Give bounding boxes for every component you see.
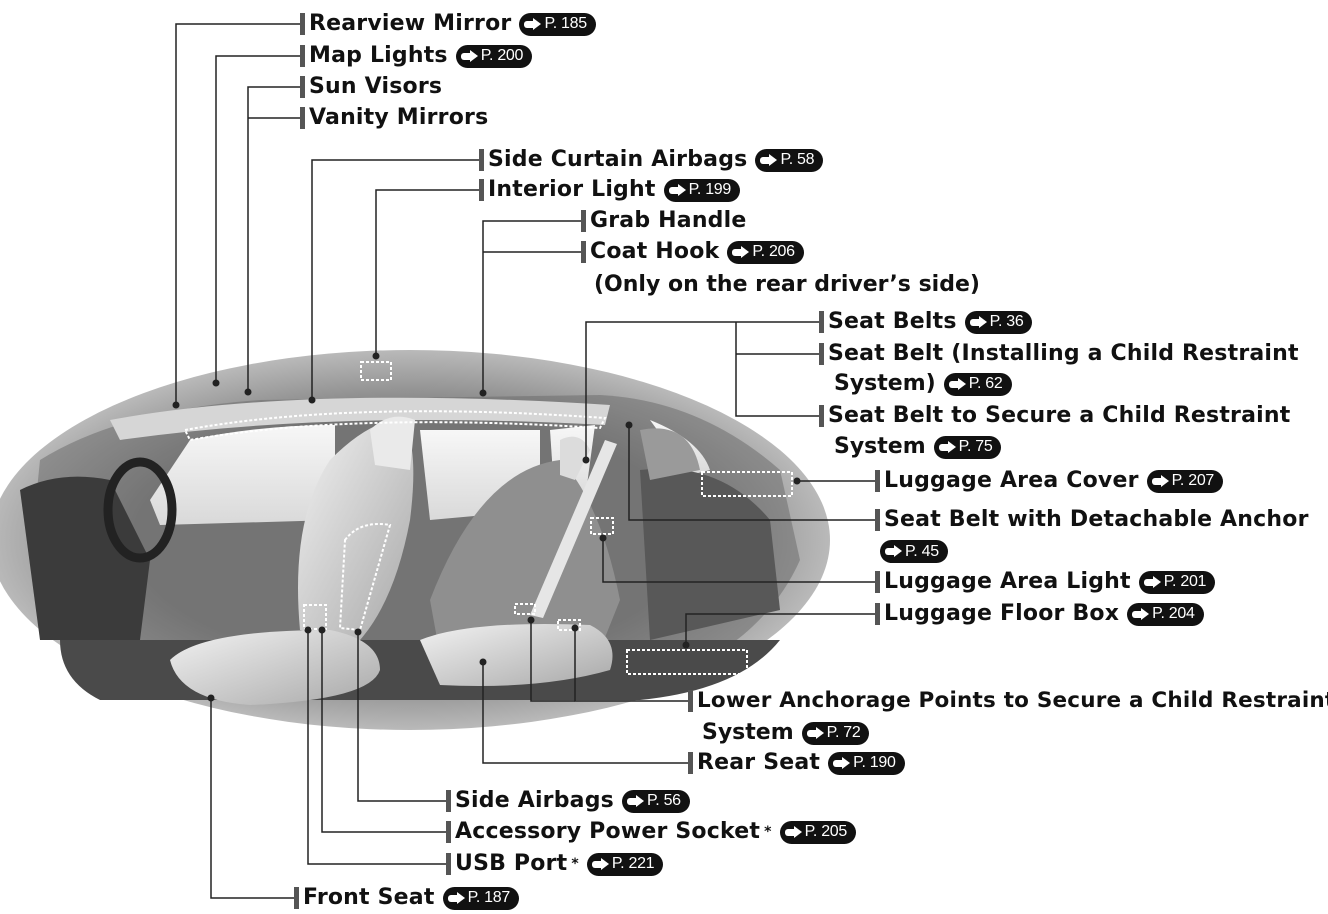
page-ref-badge[interactable]: P. 75	[934, 436, 1002, 459]
arrow-right-icon	[939, 441, 956, 454]
callout-luggage-area-cover: Luggage Area Cover P. 207	[875, 468, 1223, 494]
arrow-right-icon	[807, 727, 824, 740]
label-accessory-socket: Accessory Power Socket	[455, 819, 760, 845]
arrow-right-icon	[1132, 608, 1149, 621]
label-side-curtain-airbags: Side Curtain Airbags	[488, 147, 747, 173]
label-sun-visors: Sun Visors	[309, 74, 442, 100]
label-rearview-mirror: Rearview Mirror	[309, 11, 511, 37]
arrow-right-icon	[885, 545, 902, 558]
label-seat-belt-secure: Seat Belt to Secure a Child Restraint	[828, 403, 1290, 429]
callout-vanity-mirrors: Vanity Mirrors	[300, 105, 488, 131]
label-rear-seat: Rear Seat	[697, 750, 820, 776]
callout-seat-belt-child: Seat Belt (Installing a Child Restraint	[819, 341, 1299, 367]
page-ref-badge[interactable]: P. 206	[727, 241, 803, 264]
label-grab-handle: Grab Handle	[590, 208, 747, 234]
page-ref-badge[interactable]: P. 72	[802, 722, 870, 745]
label-coat-hook: Coat Hook	[590, 239, 719, 265]
callout-front-seat: Front Seat P. 187	[294, 885, 519, 911]
page-ref-badge[interactable]: P. 199	[664, 179, 740, 202]
label-luggage-floor-box: Luggage Floor Box	[884, 601, 1119, 627]
arrow-right-icon	[833, 757, 850, 770]
callout-coat-hook: Coat Hook P. 206	[581, 239, 804, 265]
page-ref-badge[interactable]: P. 62	[944, 373, 1012, 396]
page-ref-badge[interactable]: P. 187	[443, 887, 519, 910]
callout-side-airbags: Side Airbags P. 56	[446, 788, 690, 814]
page-ref-badge[interactable]: P. 190	[828, 752, 904, 775]
arrow-right-icon	[970, 316, 987, 329]
label-luggage-area-cover: Luggage Area Cover	[884, 468, 1139, 494]
callout-seat-belt-detachable: Seat Belt with Detachable Anchor	[875, 507, 1309, 533]
arrow-right-icon	[524, 18, 541, 31]
arrow-right-icon	[448, 892, 465, 905]
arrow-right-icon	[627, 795, 644, 808]
label-seat-belt-detachable: Seat Belt with Detachable Anchor	[884, 507, 1309, 533]
label-side-airbags: Side Airbags	[455, 788, 614, 814]
page-ref-badge[interactable]: P. 221	[587, 853, 663, 876]
page-ref-badge[interactable]: P. 45	[880, 540, 948, 563]
arrow-right-icon	[1144, 576, 1161, 589]
callout-rear-seat: Rear Seat P. 190	[688, 750, 905, 776]
arrow-right-icon	[949, 378, 966, 391]
callout-accessory-socket: Accessory Power Socket * P. 205	[446, 819, 856, 845]
page-ref-badge[interactable]: P. 207	[1147, 470, 1223, 493]
callout-seat-belt-secure-cont: System P. 75	[834, 434, 1001, 460]
coat-hook-note: (Only on the rear driver’s side)	[594, 272, 980, 298]
callout-seat-belt-detachable-cont: P. 45	[880, 540, 948, 563]
arrow-right-icon	[785, 826, 802, 839]
page-ref-badge[interactable]: P. 185	[519, 13, 595, 36]
arrow-right-icon	[669, 184, 686, 197]
callout-luggage-floor-box: Luggage Floor Box P. 204	[875, 601, 1204, 627]
callout-usb-port: USB Port * P. 221	[446, 851, 663, 877]
label-lower-anchorage: Lower Anchorage Points to Secure a Child…	[697, 688, 1328, 714]
callout-lower-anchorage-cont: System P. 72	[702, 720, 869, 746]
callout-side-curtain-airbags: Side Curtain Airbags P. 58	[479, 147, 823, 173]
page-ref-badge[interactable]: P. 58	[755, 149, 823, 172]
callout-seat-belt-secure: Seat Belt to Secure a Child Restraint	[819, 403, 1290, 429]
arrow-right-icon	[732, 246, 749, 259]
callout-rearview-mirror: Rearview Mirror P. 185	[300, 11, 596, 37]
arrow-right-icon	[592, 858, 609, 871]
callout-interior-light: Interior Light P. 199	[479, 177, 740, 203]
label-vanity-mirrors: Vanity Mirrors	[309, 105, 488, 131]
label-map-lights: Map Lights	[309, 43, 448, 69]
callout-lower-anchorage: Lower Anchorage Points to Secure a Child…	[688, 688, 1328, 714]
page-ref-badge[interactable]: P. 56	[622, 790, 690, 813]
footnote-star: *	[571, 851, 579, 877]
label-seat-belts: Seat Belts	[828, 309, 957, 335]
label-interior-light: Interior Light	[488, 177, 656, 203]
label-luggage-area-light: Luggage Area Light	[884, 569, 1131, 595]
label-seat-belt-child: Seat Belt (Installing a Child Restraint	[828, 341, 1299, 367]
page-ref-badge[interactable]: P. 205	[780, 821, 856, 844]
callout-seat-belts: Seat Belts P. 36	[819, 309, 1032, 335]
callout-luggage-area-light: Luggage Area Light P. 201	[875, 569, 1215, 595]
arrow-right-icon	[760, 154, 777, 167]
callout-sun-visors: Sun Visors	[300, 74, 442, 100]
callout-grab-handle: Grab Handle	[581, 208, 747, 234]
footnote-star: *	[764, 819, 772, 845]
arrow-right-icon	[1152, 475, 1169, 488]
page-ref-badge[interactable]: P. 201	[1139, 571, 1215, 594]
page-ref-badge[interactable]: P. 200	[456, 45, 532, 68]
callout-seat-belt-child-cont: System) P. 62	[834, 371, 1012, 397]
label-front-seat: Front Seat	[303, 885, 435, 911]
page-ref-badge[interactable]: P. 36	[965, 311, 1033, 334]
arrow-right-icon	[461, 50, 478, 63]
page-ref-badge[interactable]: P. 204	[1127, 603, 1203, 626]
label-usb-port: USB Port	[455, 851, 567, 877]
callout-map-lights: Map Lights P. 200	[300, 43, 532, 69]
